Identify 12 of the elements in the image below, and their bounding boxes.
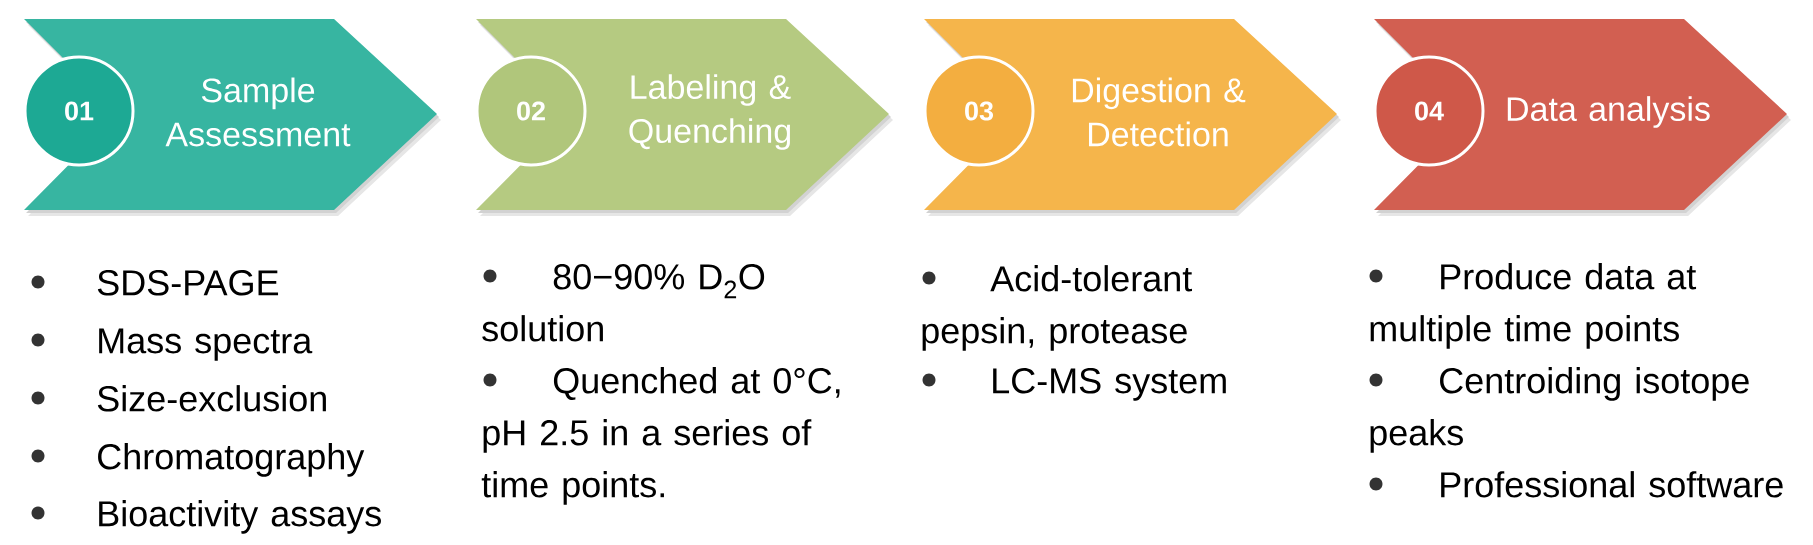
list-item: Bioactivity assays (31, 500, 381, 534)
list-item: LC-MS system (922, 368, 1226, 401)
list-item: Quenched at 0°C, pH 2.5 in a series of time points. (481, 367, 840, 505)
list-item: Produce data at multiple time points (1369, 263, 1697, 349)
list-item: Professional software (1369, 471, 1783, 498)
list-item: SDS-PAGE (31, 270, 279, 296)
list-item: Size-exclusion (31, 385, 326, 412)
list-item: Acid-tolerant pepsin, protease (922, 265, 1192, 351)
list-item: Chromatography (31, 443, 365, 477)
list-item: Mass spectra (31, 328, 313, 361)
list-item: 80−90% D$_{2}$O solution (482, 264, 765, 342)
list-item: Centroiding isotope peaks (1369, 367, 1749, 453)
